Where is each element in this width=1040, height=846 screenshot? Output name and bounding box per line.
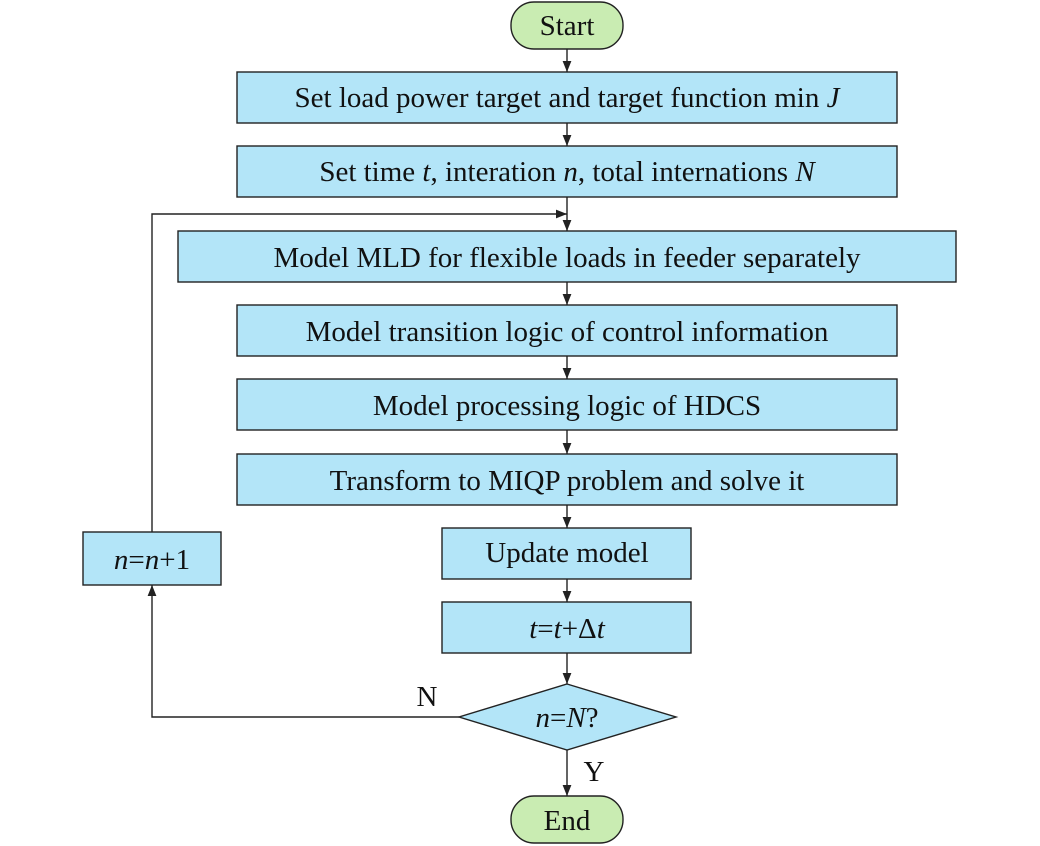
no-branch-label: N xyxy=(417,681,438,713)
transform-node: Transform to MIQP problem and solve it xyxy=(236,453,898,506)
set-time-node: Set time t, interation n, total internat… xyxy=(236,145,898,198)
model-processing-label: Model processing logic of HDCS xyxy=(373,390,761,422)
transform-label: Transform to MIQP problem and solve it xyxy=(330,465,805,497)
update-model-label: Update model xyxy=(485,537,648,569)
end-node: End xyxy=(510,795,624,844)
start-node: Start xyxy=(510,1,624,50)
decision-label: n=N? xyxy=(535,702,598,734)
edge-increment-loop-back xyxy=(151,209,567,532)
set-time-label: Set time t, interation n, total internat… xyxy=(319,156,816,188)
model-transition-node: Model transition logic of control inform… xyxy=(236,304,898,357)
model-processing-node: Model processing logic of HDCS xyxy=(236,378,898,431)
time-step-label: t=t+Δt xyxy=(529,613,606,645)
yes-branch-label: Y xyxy=(584,756,605,788)
start-label: Start xyxy=(540,10,595,42)
decision-node: n=N? xyxy=(456,683,679,751)
model-mld-label: Model MLD for flexible loads in feeder s… xyxy=(273,242,861,274)
time-step-node: t=t+Δt xyxy=(441,601,692,654)
edge-decision-no-to-increment xyxy=(147,585,459,718)
connectors xyxy=(147,49,572,796)
model-mld-node: Model MLD for flexible loads in feeder s… xyxy=(177,230,957,283)
set-target-node: Set load power target and target functio… xyxy=(236,71,898,124)
update-model-node: Update model xyxy=(441,527,692,580)
end-label: End xyxy=(544,805,591,837)
set-target-label: Set load power target and target functio… xyxy=(295,82,841,114)
increment-node: n=n+1 xyxy=(82,531,222,586)
increment-label: n=n+1 xyxy=(114,544,190,576)
model-transition-label: Model transition logic of control inform… xyxy=(306,316,829,348)
